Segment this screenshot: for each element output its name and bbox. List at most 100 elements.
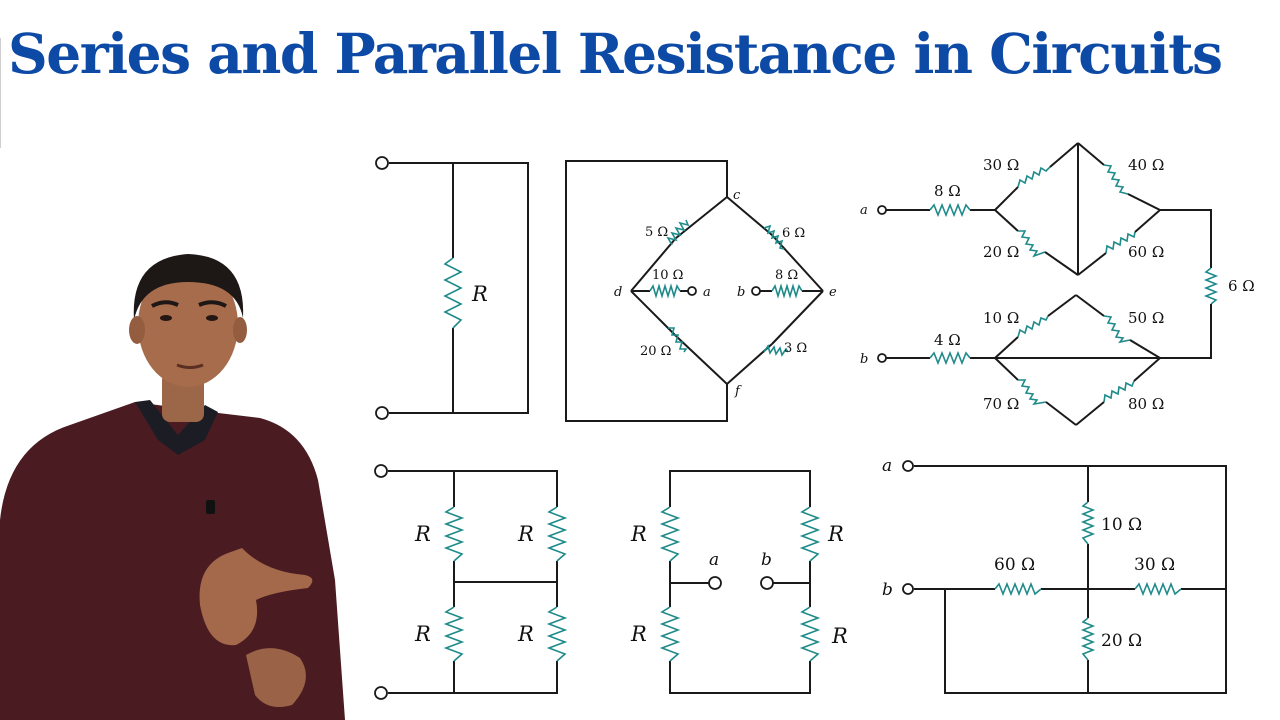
label-a: a [709,550,719,570]
resistor-10ohm [1017,315,1049,338]
label-10ohm: 10 Ω [652,268,683,283]
terminal-bottom [375,406,389,420]
label-8ohm: 8 Ω [934,182,961,200]
label-60ohm: 60 Ω [1128,243,1164,261]
presenter-eye-right [206,315,218,321]
label-r: R [630,522,647,546]
resistor-r-bottom-left [659,606,681,662]
presenter-hand-lower [246,648,306,708]
label-70ohm: 70 Ω [983,395,1019,413]
label-b: b [860,352,868,367]
resistor-20ohm [668,327,688,353]
presenter-mic [206,500,215,514]
circuit-diamond-network: a b 8 Ω 30 Ω 40 Ω 20 Ω 60 Ω 6 Ω 4 Ω 10 Ω… [860,142,1255,426]
resistor-6ohm [1203,267,1219,305]
presenter-mouth [176,363,204,369]
resistor-8ohm [929,202,971,218]
terminal-bottom [374,686,388,700]
terminal-a [708,576,722,590]
resistor-30ohm [1134,581,1182,597]
resistor-50ohm [1103,315,1131,344]
terminal-top [375,156,389,170]
presenter-torso [0,402,345,720]
node-f: f [734,384,742,399]
resistor-70ohm [1018,379,1047,406]
label-r: R [414,522,431,546]
terminal-b [877,353,887,363]
presenter-hand-pointing [199,548,313,646]
resistor-r-top-right [546,506,568,562]
label-r: R [471,282,488,306]
label-4ohm: 4 Ω [934,331,961,349]
label-a: a [882,456,892,476]
label-r: R [414,622,431,646]
resistor-60ohm [1105,231,1136,254]
label-3ohm: 3 Ω [784,341,807,356]
label-30ohm: 30 Ω [1134,555,1175,575]
resistor-r-top-right [799,506,821,562]
terminal-b [751,286,761,296]
resistor-4ohm [929,350,971,366]
resistor-r-bottom-right [546,606,568,662]
label-r: R [827,522,844,546]
page-title: Series and Parallel Resistance in Circui… [8,21,1223,86]
label-r: R [831,624,848,648]
presenter-ear-right [233,317,247,343]
presenter-eye-left [160,315,172,321]
resistor-20ohm [1080,617,1096,661]
presenter-brow-right [198,300,227,308]
presenter [0,254,345,720]
terminal-a [877,205,887,215]
label-10ohm: 10 Ω [1101,515,1142,535]
node-b: b [737,285,745,300]
label-6ohm: 6 Ω [782,226,805,241]
label-20ohm: 20 Ω [640,344,671,359]
node-e: e [829,285,837,300]
presenter-hair [133,254,244,320]
label-20ohm: 20 Ω [983,243,1019,261]
label-20ohm: 20 Ω [1101,631,1142,651]
resistor-20ohm [1018,230,1046,258]
label-b: b [882,580,893,600]
circuit-split-bridge: a b R R R R [630,470,848,694]
terminal-b [902,583,914,595]
label-10ohm: 10 Ω [983,309,1019,327]
label-r: R [630,622,647,646]
resistor-r-top-left [659,506,681,562]
resistor-8ohm [771,283,803,299]
circuit-mixed-network: a b 10 Ω 60 Ω 30 Ω 20 Ω [882,456,1227,694]
label-a: a [860,203,868,218]
resistor-r-bottom-left [443,606,465,662]
resistor-3ohm [763,344,789,357]
resistor-10ohm [649,283,681,299]
node-c: c [733,188,741,203]
presenter-face [138,263,238,387]
label-80ohm: 80 Ω [1128,395,1164,413]
label-r: R [517,522,534,546]
presenter-brow-left [151,300,179,308]
resistor-60ohm [994,581,1042,597]
circuit-bridge: c d e f a b 5 Ω 6 Ω 10 Ω 8 Ω 20 Ω 3 Ω [565,160,837,422]
label-30ohm: 30 Ω [983,156,1019,174]
terminal-b [760,576,774,590]
resistor-r-bottom-right [799,606,821,662]
terminal-a [687,286,697,296]
resistor-10ohm [1080,501,1096,545]
resistor-r-top-left [443,506,465,562]
label-5ohm: 5 Ω [645,225,668,240]
resistor-80ohm [1103,380,1135,403]
node-d: d [614,285,622,300]
label-60ohm: 60 Ω [994,555,1035,575]
label-40ohm: 40 Ω [1128,156,1164,174]
resistor-6ohm [763,224,785,250]
resistor-30ohm [1017,166,1051,188]
presenter-ear-left [129,316,145,344]
edge-divider [0,38,4,148]
resistor-5ohm [666,219,690,246]
circuit-four-resistor-grid: R R R R [374,464,568,700]
resistor-r [443,257,463,329]
node-a: a [703,285,711,300]
circuit-single-resistor: R [375,156,529,420]
label-b: b [761,550,772,570]
